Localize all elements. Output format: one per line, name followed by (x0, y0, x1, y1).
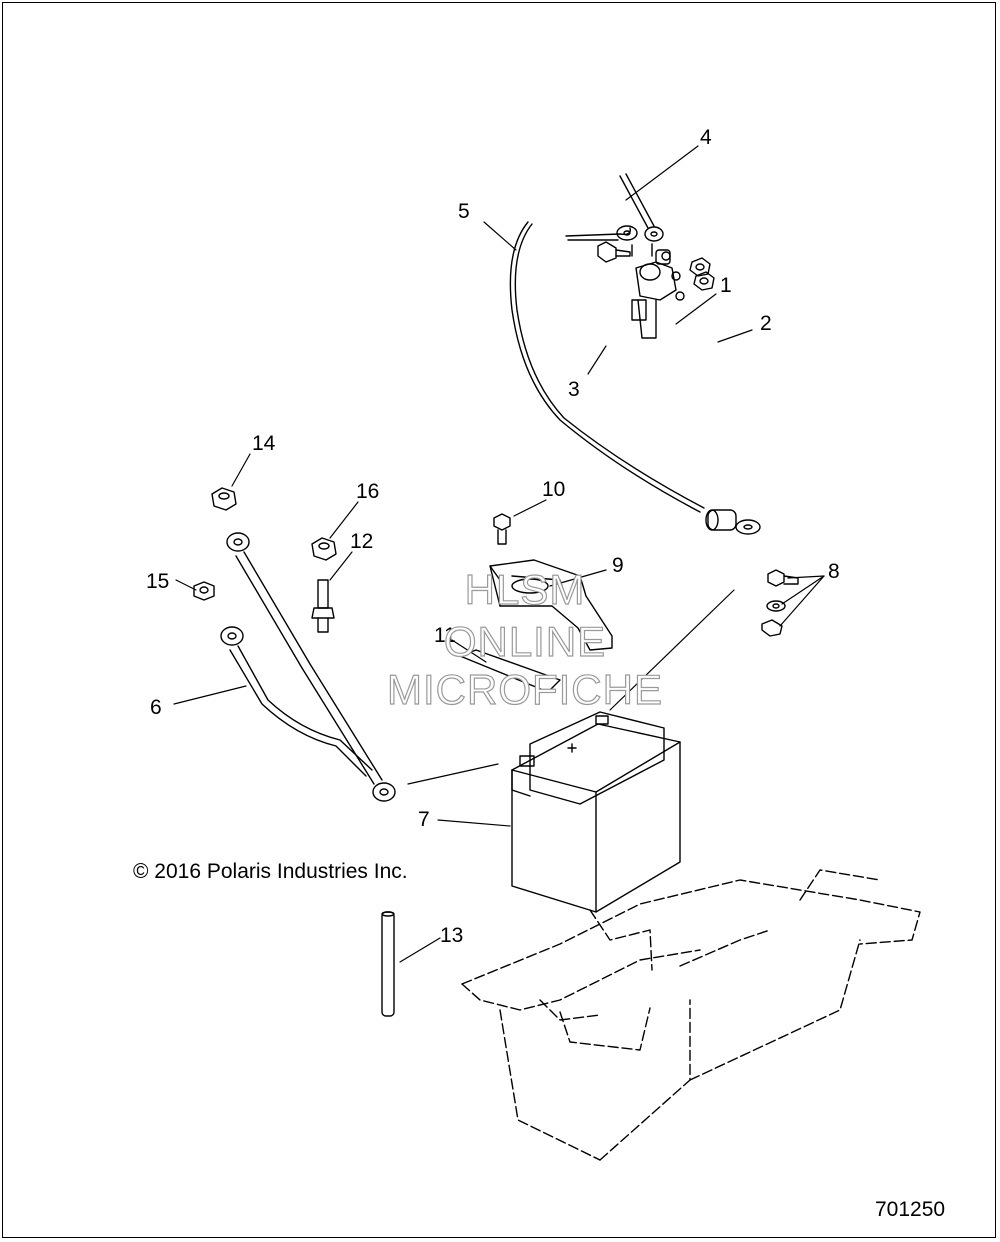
cable-5-part (509, 221, 761, 535)
hardware-8-part (761, 569, 799, 637)
watermark-line-2: ONLINE (443, 617, 607, 665)
callout-1: 1 (720, 274, 732, 297)
bracket-9-part (489, 559, 613, 651)
cable-4-part (565, 173, 664, 257)
callout-7: 7 (418, 808, 430, 831)
callout-16: 16 (356, 480, 379, 503)
nut-14-part (211, 487, 237, 511)
callout-10: 10 (542, 478, 565, 501)
callout-12: 12 (350, 530, 373, 553)
figure-number: 701250 (875, 1198, 946, 1221)
nut-15-part (193, 581, 215, 601)
callout-14: 14 (252, 432, 276, 455)
screw-3-part (597, 241, 631, 263)
callout-13: 13 (440, 924, 463, 947)
callout-5: 5 (458, 200, 470, 223)
battery-tray-part (461, 869, 921, 1161)
stud-12-part (311, 579, 335, 633)
watermark-line-3: MICROFICHE (386, 665, 663, 713)
cable-6-part (220, 532, 396, 802)
callout-2: 2 (760, 312, 772, 335)
solenoid-1-part (631, 249, 685, 339)
callout-8: 8 (828, 560, 840, 583)
callout-4: 4 (700, 126, 712, 149)
nuts-2-part (689, 257, 715, 291)
callout-9: 9 (612, 554, 624, 577)
battery-7-part (511, 711, 681, 913)
callout-11: 11 (434, 624, 456, 647)
bolt-10-part (493, 513, 511, 545)
nut-16-part (311, 537, 337, 561)
copyright-text: © 2016 Polaris Industries Inc. (133, 860, 408, 883)
callout-6: 6 (150, 696, 162, 719)
rod-13-part (381, 911, 395, 1017)
watermark-line-1: HLSM (464, 565, 586, 613)
leader-lines (173, 145, 825, 963)
callout-3: 3 (568, 378, 580, 401)
callout-15: 15 (146, 570, 169, 593)
